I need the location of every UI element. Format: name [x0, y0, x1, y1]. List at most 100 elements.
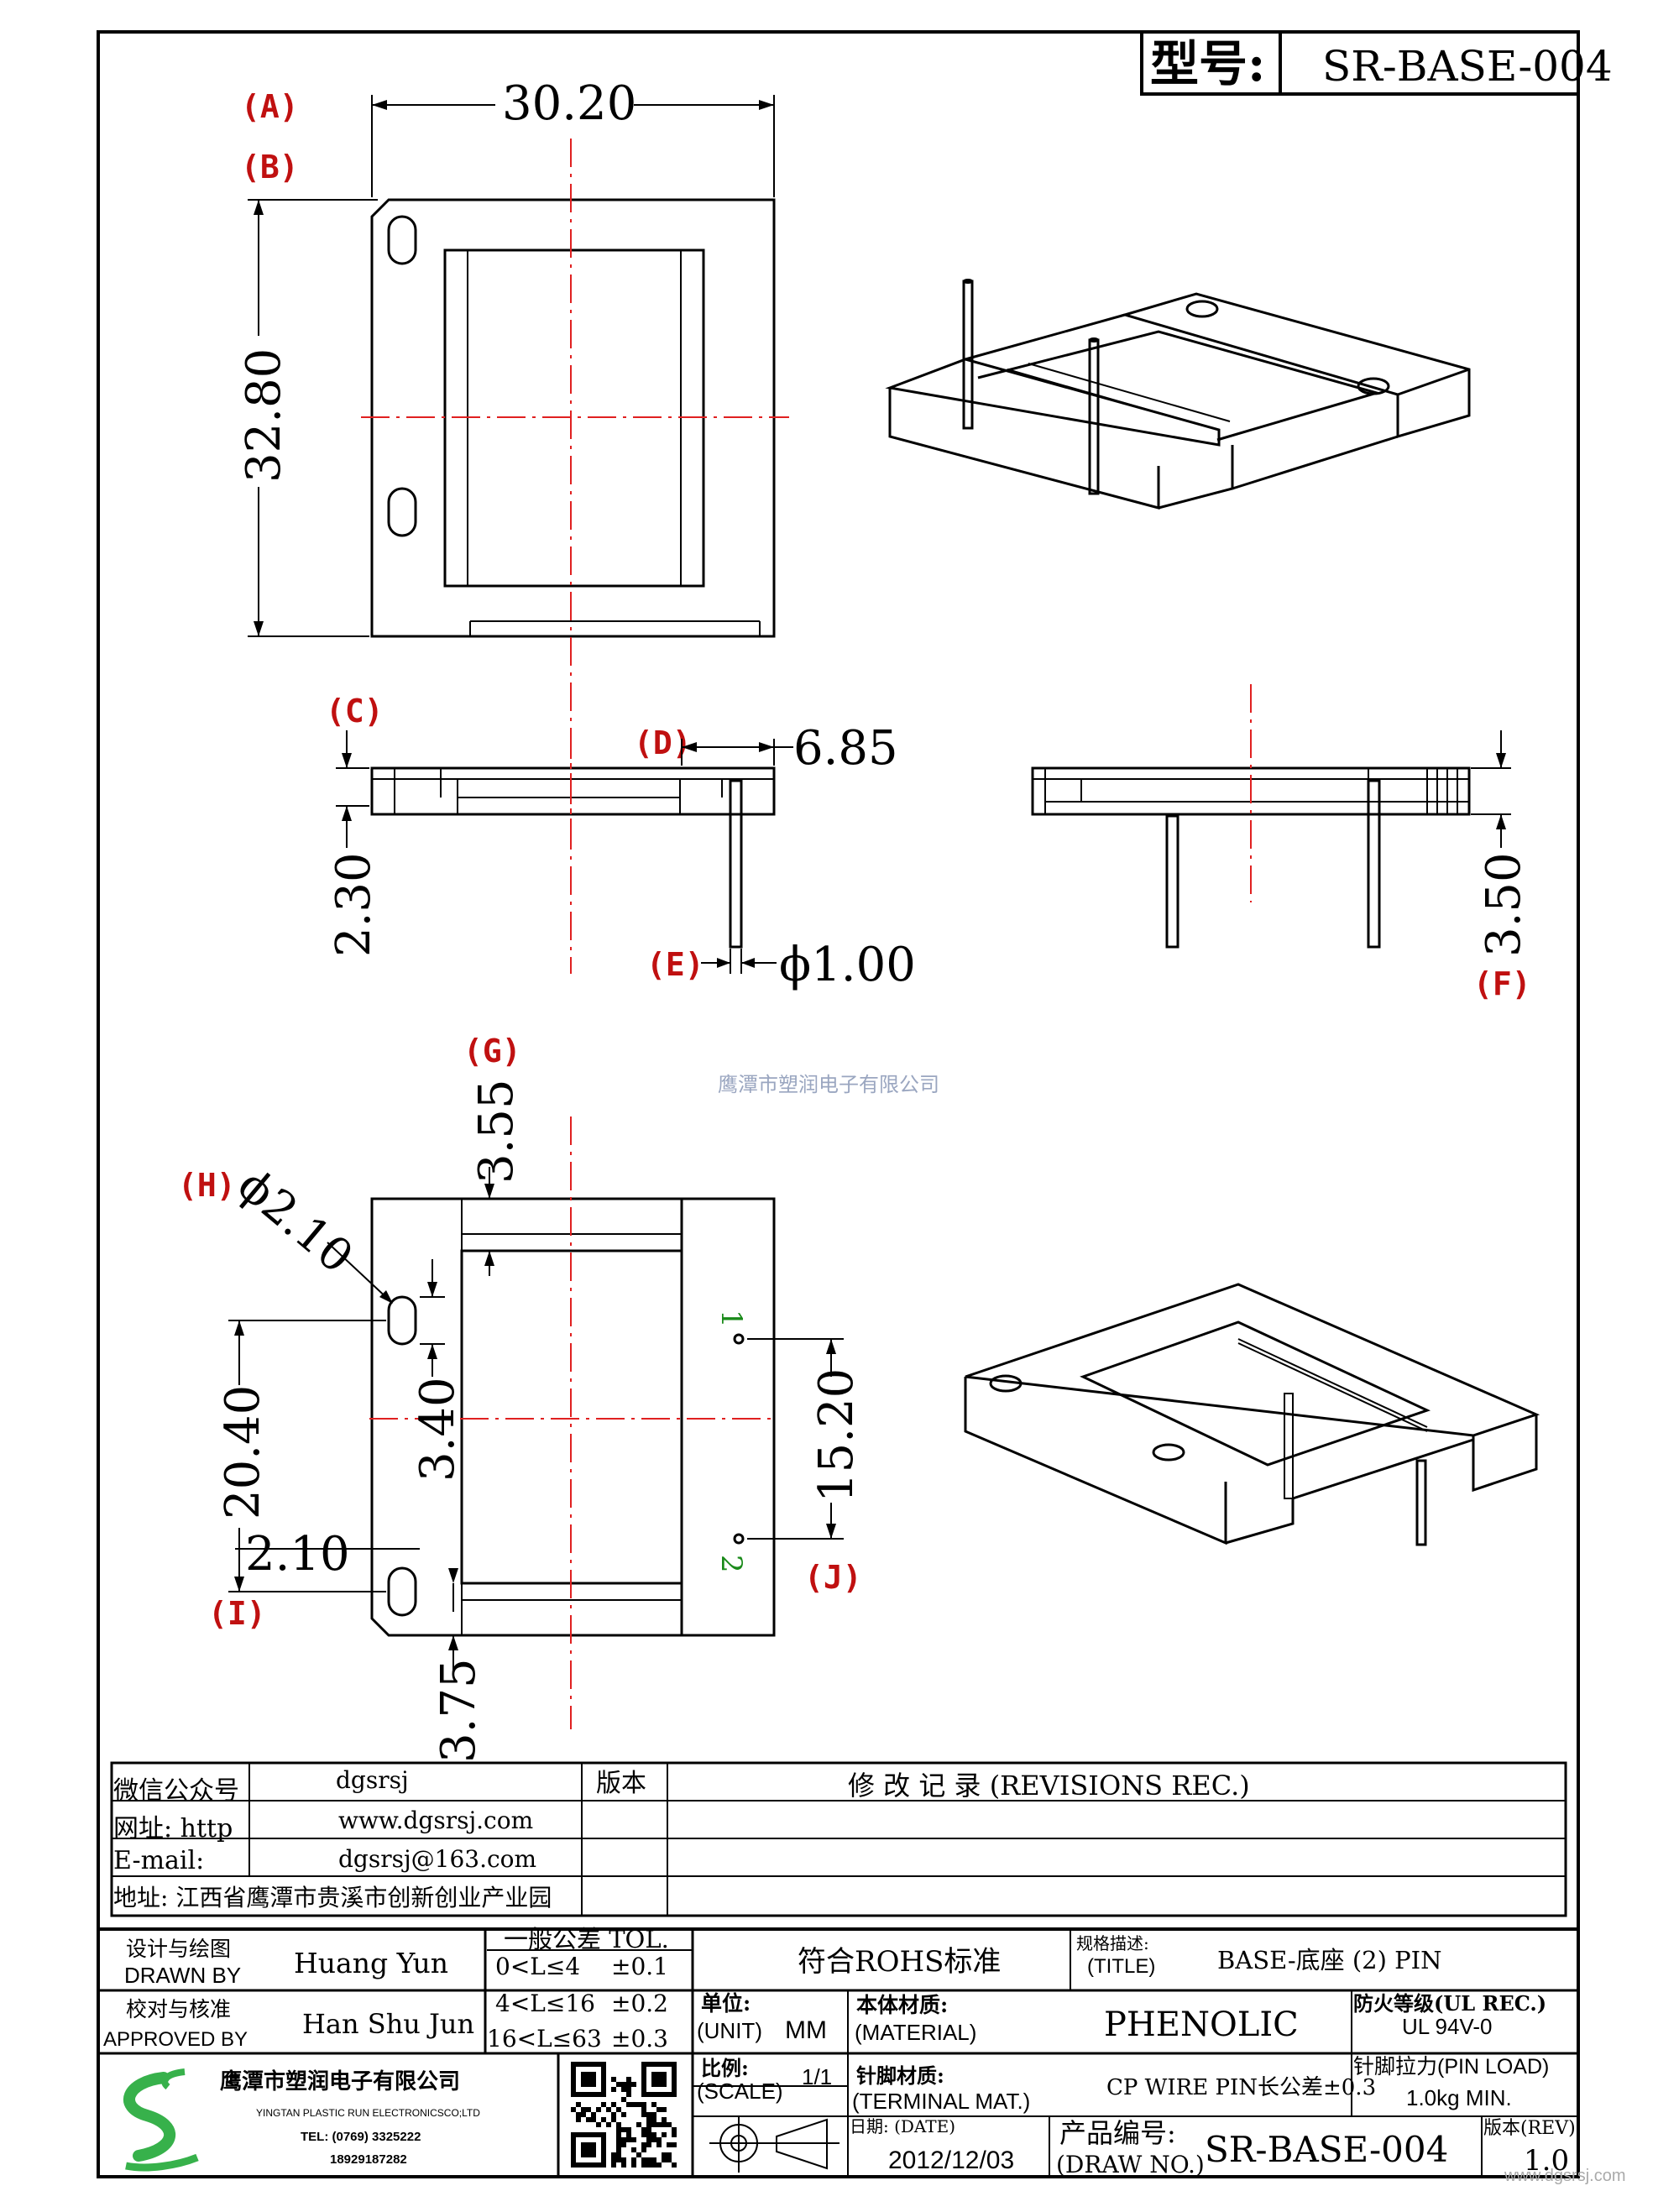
- wechat-label: 微信公众号: [113, 1776, 239, 1806]
- company-mobile: 18929187282: [330, 2152, 407, 2167]
- tol3: ±0.3: [611, 2025, 668, 2053]
- model-label: 型号:: [1150, 35, 1265, 92]
- callout-d: (D): [634, 724, 692, 761]
- dim-rail-value: 6.85: [793, 721, 898, 776]
- web-label: 网址: http: [113, 1814, 233, 1843]
- dim-hole-span: 20.40: [216, 1320, 386, 1592]
- callout-f: (F): [1473, 965, 1531, 1002]
- spec-cn: 规格描述:: [1076, 1933, 1149, 1953]
- term-en: (TERMINAL MAT.): [852, 2089, 1030, 2114]
- wechat-value[interactable]: dgsrsj: [336, 1766, 409, 1794]
- dim-bottom-gap: 3.75: [432, 1568, 486, 1763]
- callout-a: (A): [241, 88, 299, 125]
- company-name-en: YINGTAN PLASTIC RUN ELECTRONICSCO;LTD: [256, 2107, 480, 2119]
- company-tel: TEL: (0769) 3325222: [301, 2130, 421, 2144]
- tol1: ±0.1: [611, 1953, 668, 1980]
- company-name: 鹰潭市塑润电子有限公司: [220, 2068, 460, 2094]
- tol2: ±0.2: [611, 1990, 668, 2017]
- footer-watermark: www.dgsrsj.com: [1504, 2167, 1625, 2185]
- dim-hole-inset: 2.10: [235, 1527, 420, 1582]
- rohs: 符合ROHS标准: [798, 1945, 1001, 1979]
- dwg-en: (DRAW NO.): [1056, 2151, 1205, 2178]
- revision-table: [110, 1761, 1567, 1917]
- checker-en: APPROVED BY: [103, 2028, 248, 2051]
- callout-e: (E): [646, 946, 704, 983]
- iso-view-pins-up: [885, 279, 1471, 510]
- email-value[interactable]: dgsrsj@163.com: [338, 1845, 536, 1873]
- dwg-cn: 产品编号:: [1059, 2117, 1176, 2149]
- dim-rail: 6.85: [681, 721, 898, 776]
- designer-en: DRAWN BY: [124, 1963, 241, 1988]
- web-value[interactable]: www.dgsrsj.com: [338, 1807, 533, 1834]
- email-label: E-mail:: [113, 1846, 204, 1875]
- checker: Han Shu Jun: [302, 2008, 474, 2040]
- load-cn: 针脚拉力(PIN LOAD): [1353, 2055, 1549, 2079]
- dim-top-gap: 3.55: [469, 1079, 524, 1276]
- dim-thickness-value: 2.30: [327, 852, 381, 957]
- mat-cn: 本体材质:: [856, 1993, 948, 2017]
- model-value: SR-BASE-004: [1322, 42, 1613, 91]
- dim-hole-size-value: 3.40: [411, 1377, 465, 1482]
- dim-pin-span-value: 15.20: [809, 1368, 864, 1503]
- scale-en: (SCALE): [697, 2079, 783, 2104]
- tol3-range: 16<L≤63: [487, 2025, 602, 2053]
- address: 地址: 江西省鹰潭市贵溪市创新创业产业园: [113, 1884, 552, 1911]
- callout-b: (B): [241, 149, 299, 186]
- scale-cn: 比例:: [701, 2056, 749, 2080]
- unit-en: (UNIT): [697, 2018, 762, 2043]
- unit-cn: 单位:: [701, 1991, 751, 2016]
- rev-cn: 版本(REV): [1483, 2118, 1576, 2139]
- callout-j: (J): [804, 1559, 862, 1596]
- qr-code[interactable]: [571, 2062, 677, 2168]
- dim-height-value: 32.80: [237, 348, 291, 483]
- tol1-range: 0<L≤4: [495, 1953, 580, 1980]
- date-cn: 日期: (DATE): [850, 2116, 955, 2136]
- pin-1-label: 1: [714, 1310, 748, 1328]
- callout-i: (I): [208, 1595, 266, 1632]
- dim-height: 32.80: [237, 199, 378, 637]
- term-cn: 针脚材质:: [856, 2063, 944, 2088]
- dim-pin-dia-value: ϕ1.00: [779, 938, 916, 992]
- title-block: [98, 1927, 1578, 2177]
- dim-top-gap-value: 3.55: [469, 1079, 524, 1184]
- dim-pin-span: 15.20: [747, 1338, 864, 1540]
- unit: MM: [785, 2016, 827, 2044]
- load: 1.0kg MIN.: [1406, 2085, 1512, 2110]
- dim-pin-len: 3.50: [1471, 730, 1531, 957]
- company-logo: [123, 2068, 199, 2172]
- dim-width-value: 30.20: [502, 76, 636, 131]
- scale: 1/1: [802, 2064, 832, 2089]
- dim-hole-span-value: 20.40: [216, 1385, 270, 1519]
- checker-cn: 校对与核准: [126, 1997, 231, 2021]
- dim-pin-len-value: 3.50: [1477, 852, 1531, 957]
- fire: UL 94V-0: [1402, 2014, 1492, 2039]
- mat-en: (MATERIAL): [855, 2020, 976, 2045]
- term: CP WIRE PIN长公差±0.3: [1106, 2075, 1376, 2100]
- fire-cn: 防火等级(UL REC.): [1353, 1991, 1546, 2016]
- callout-c: (C): [326, 693, 384, 729]
- dim-hole-size: 3.40: [411, 1259, 465, 1482]
- pin-2-label: 2: [714, 1555, 748, 1573]
- dim-hole-inset-value: 2.10: [245, 1527, 350, 1582]
- callout-g: (G): [463, 1033, 521, 1069]
- spec: BASE-底座 (2) PIN: [1217, 1946, 1442, 1974]
- revisions-title: 修 改 记 录 (REVISIONS REC.): [848, 1770, 1250, 1801]
- dim-pin-dia: ϕ1.00: [701, 938, 916, 992]
- callout-h: (H): [178, 1167, 236, 1204]
- dim-width: 30.20: [371, 76, 775, 197]
- top-view: [361, 139, 789, 848]
- dim-hole-dia: ϕ2.10: [228, 1158, 393, 1304]
- dim-hole-dia-value: ϕ2.10: [228, 1158, 364, 1284]
- dim-bottom-gap-value: 3.75: [432, 1658, 486, 1763]
- model-box: 型号: SR-BASE-004: [1140, 30, 1613, 96]
- iso-view-pins-down: [964, 1283, 1540, 1546]
- dwg: SR-BASE-004: [1205, 2129, 1448, 2170]
- dim-thickness: 2.30: [327, 730, 381, 957]
- date: 2012/12/03: [888, 2147, 1014, 2174]
- drawing-border: [97, 30, 1580, 2178]
- watermark: 鹰潭市塑润电子有限公司: [718, 1074, 939, 1096]
- tol2-range: 4<L≤16: [495, 1990, 595, 2017]
- designer-cn: 设计与绘图: [126, 1937, 231, 1961]
- rev: 1.0: [1524, 2144, 1569, 2178]
